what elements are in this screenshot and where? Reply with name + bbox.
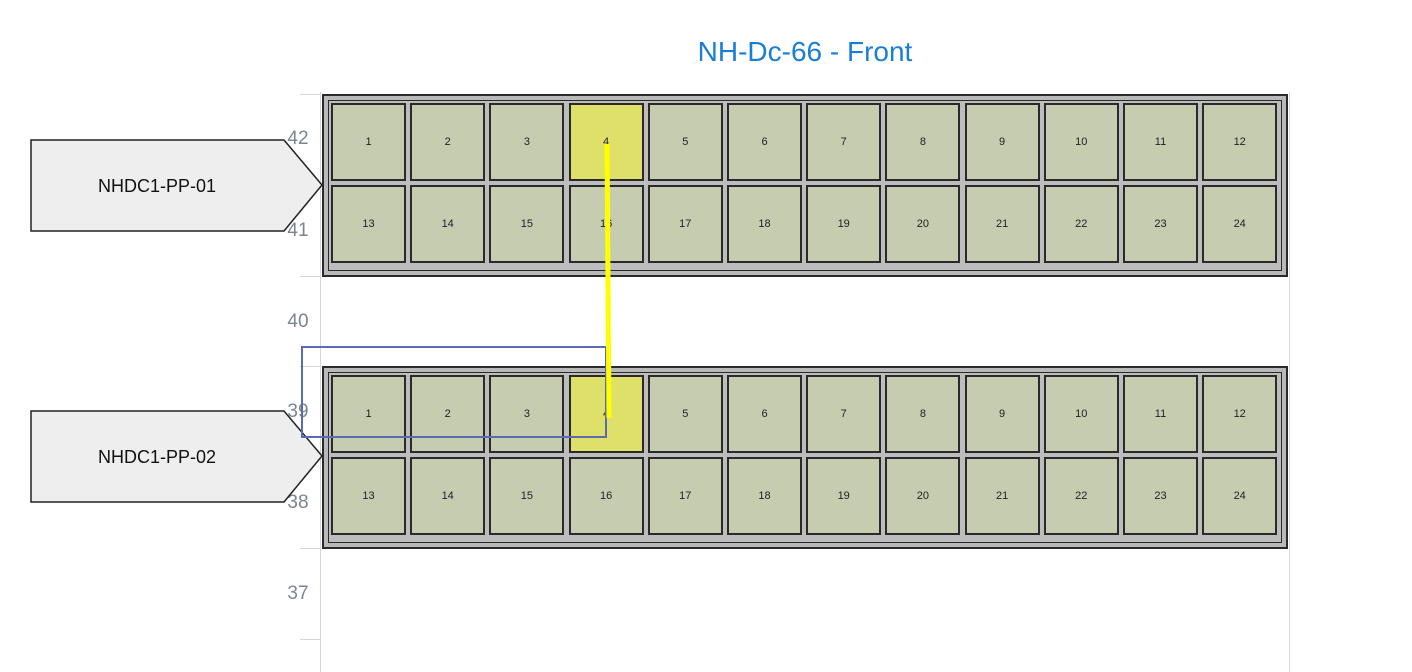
port-9[interactable]: 9 xyxy=(964,103,1040,181)
port-18[interactable]: 18 xyxy=(727,457,802,535)
rack-unit-number: 39 xyxy=(287,401,309,422)
port-12[interactable]: 12 xyxy=(1202,103,1278,181)
port-11[interactable]: 11 xyxy=(1123,375,1198,453)
rack-unit-tick xyxy=(300,366,320,367)
rack-unit-tick xyxy=(300,548,320,549)
label-arrow-shape xyxy=(30,139,323,232)
port-5[interactable]: 5 xyxy=(647,375,723,453)
port-20[interactable]: 20 xyxy=(885,457,961,535)
rack-unit-number: 40 xyxy=(287,311,309,332)
port-1[interactable]: 1 xyxy=(331,375,406,453)
port-8[interactable]: 8 xyxy=(885,375,961,453)
port-6[interactable]: 6 xyxy=(727,103,802,181)
port-13[interactable]: 13 xyxy=(331,185,406,263)
patch-cable[interactable] xyxy=(604,144,612,418)
port-3[interactable]: 3 xyxy=(489,103,565,181)
port-3[interactable]: 3 xyxy=(489,375,565,453)
port-23[interactable]: 23 xyxy=(1123,457,1198,535)
port-15[interactable]: 15 xyxy=(489,457,565,535)
rack-title: NH-Dc-66 - Front xyxy=(697,36,913,67)
port-17[interactable]: 17 xyxy=(647,457,723,535)
port-5[interactable]: 5 xyxy=(647,103,723,181)
rack-unit-tick xyxy=(300,639,320,640)
port-19[interactable]: 19 xyxy=(806,185,882,263)
port-9[interactable]: 9 xyxy=(964,375,1040,453)
label-arrow-shape xyxy=(30,410,323,503)
port-21[interactable]: 21 xyxy=(964,185,1040,263)
port-24[interactable]: 24 xyxy=(1202,457,1278,535)
port-21[interactable]: 21 xyxy=(964,457,1040,535)
rack-unit-number: 37 xyxy=(287,583,309,604)
port-22[interactable]: 22 xyxy=(1043,185,1119,263)
port-23[interactable]: 23 xyxy=(1123,185,1198,263)
port-2[interactable]: 2 xyxy=(410,375,486,453)
port-6[interactable]: 6 xyxy=(727,375,802,453)
port-15[interactable]: 15 xyxy=(489,185,565,263)
panel-label-pp02[interactable]: NHDC1-PP-02 xyxy=(30,410,324,504)
rack-unit-number: 38 xyxy=(287,492,309,513)
panel-label-text: NHDC1-PP-02 xyxy=(97,446,217,467)
port-10[interactable]: 10 xyxy=(1043,103,1119,181)
port-19[interactable]: 19 xyxy=(806,457,882,535)
selection-box xyxy=(301,346,607,438)
port-8[interactable]: 8 xyxy=(885,103,961,181)
port-13[interactable]: 13 xyxy=(331,457,406,535)
port-22[interactable]: 22 xyxy=(1043,457,1119,535)
panel-label-pp01[interactable]: NHDC1-PP-01 xyxy=(30,139,324,233)
port-20[interactable]: 20 xyxy=(885,185,961,263)
port-7[interactable]: 7 xyxy=(806,375,882,453)
rack-rail-right xyxy=(1289,92,1290,672)
rack-rail-left xyxy=(320,92,321,672)
port-17[interactable]: 17 xyxy=(647,185,723,263)
port-10[interactable]: 10 xyxy=(1043,375,1119,453)
port-14[interactable]: 14 xyxy=(410,457,486,535)
rack-unit-number: 42 xyxy=(287,128,309,149)
rack-unit-number: 41 xyxy=(287,220,309,241)
port-18[interactable]: 18 xyxy=(727,185,802,263)
port-7[interactable]: 7 xyxy=(806,103,882,181)
port-14[interactable]: 14 xyxy=(410,185,486,263)
port-24[interactable]: 24 xyxy=(1202,185,1278,263)
port-11[interactable]: 11 xyxy=(1123,103,1198,181)
rack-unit-tick xyxy=(300,94,320,95)
panel-label-text: NHDC1-PP-01 xyxy=(97,175,217,196)
port-2[interactable]: 2 xyxy=(410,103,486,181)
rack-unit-tick xyxy=(300,276,320,277)
port-12[interactable]: 12 xyxy=(1202,375,1278,453)
port-16[interactable]: 16 xyxy=(568,457,644,535)
port-1[interactable]: 1 xyxy=(331,103,406,181)
